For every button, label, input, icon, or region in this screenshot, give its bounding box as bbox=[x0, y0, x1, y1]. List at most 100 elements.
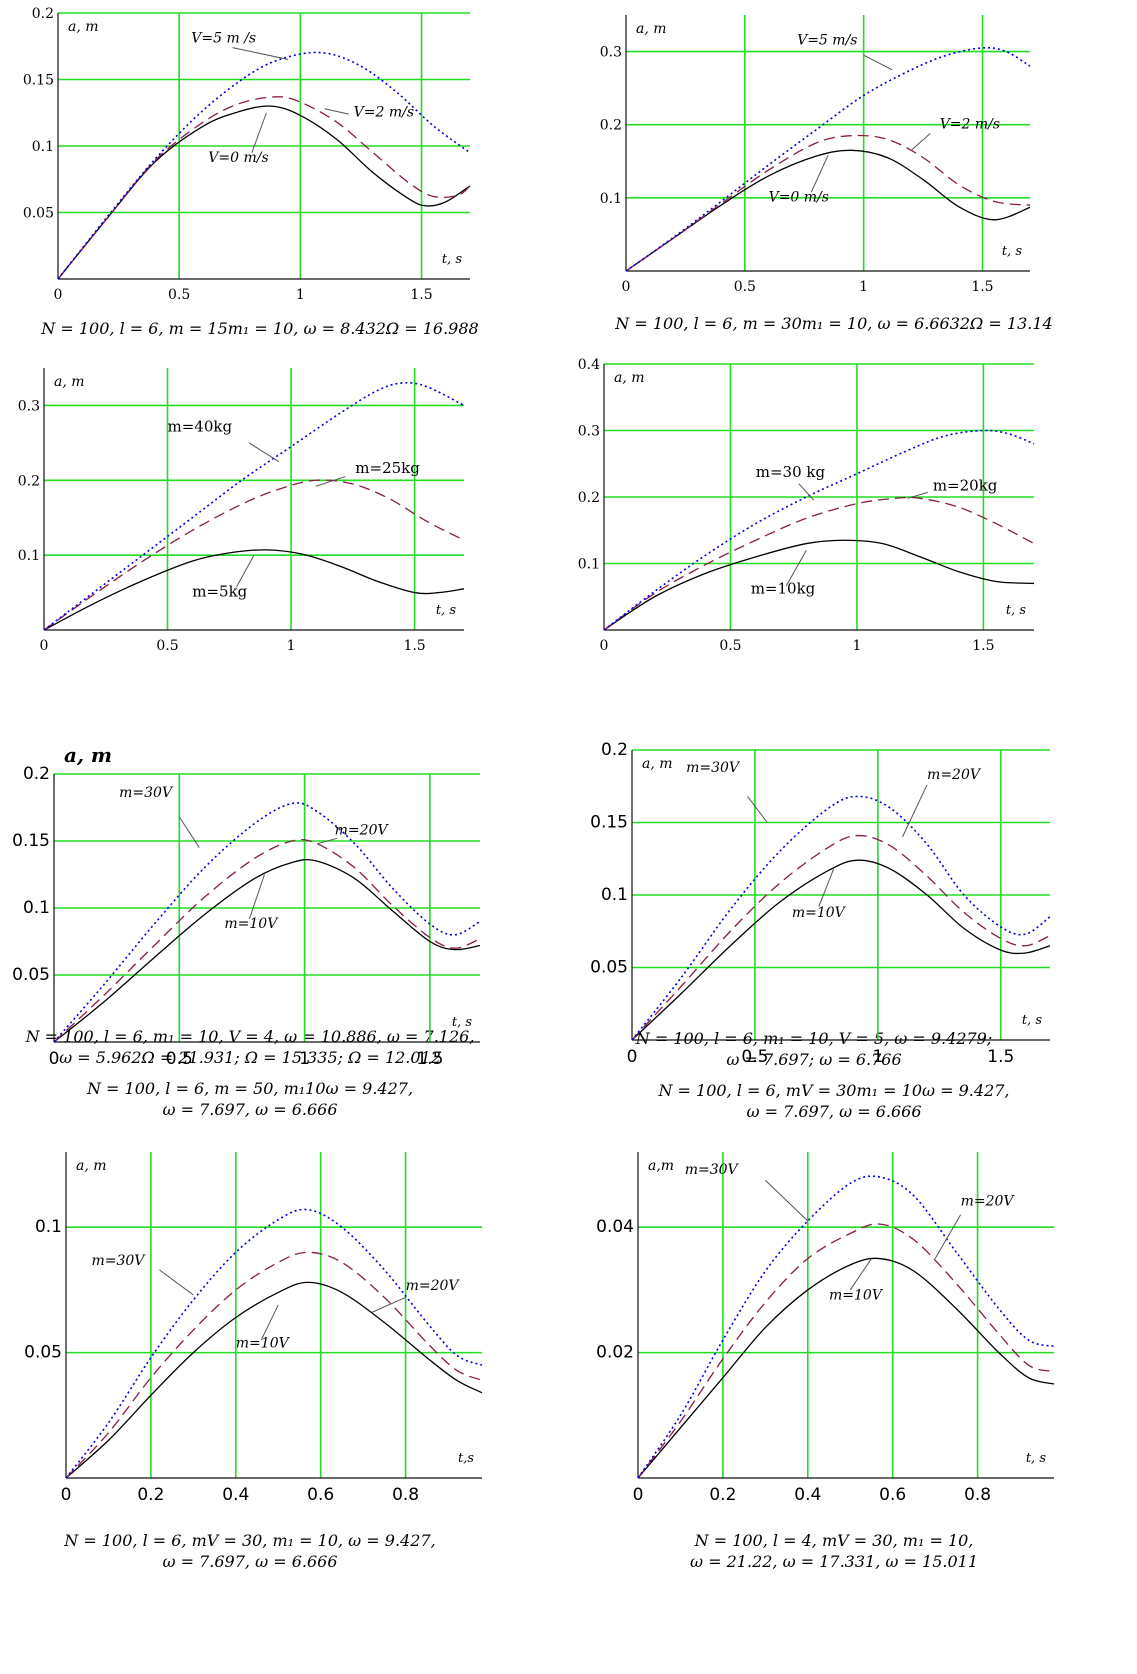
grid bbox=[66, 1152, 482, 1478]
series-label: m=25kg bbox=[355, 459, 420, 477]
series-line-2 bbox=[603, 496, 1035, 631]
series-line-1 bbox=[625, 149, 1031, 272]
x-tick-label: 1 bbox=[872, 1047, 883, 1067]
series-line-2 bbox=[65, 1251, 483, 1479]
label-leader bbox=[907, 491, 928, 499]
chart-caption: N = 100, l = 6, m₁ = 10, V = 4, ω = 10.8… bbox=[0, 1026, 500, 1068]
series-line-1 bbox=[43, 549, 465, 631]
label-leader bbox=[248, 442, 279, 462]
x-tick-label: 0.8 bbox=[392, 1485, 419, 1505]
caption-line: N = 100, l = 4, mV = 30, m₁ = 10, bbox=[694, 1531, 974, 1550]
y-tick-label: 0.15 bbox=[23, 73, 54, 89]
chart-caption: N = 100, l = 6, m = 30m₁ = 10, ω = 6.663… bbox=[584, 313, 1084, 334]
x-tick-label: 0.2 bbox=[709, 1485, 736, 1505]
series-line-2 bbox=[625, 134, 1031, 272]
grid bbox=[44, 368, 464, 630]
series-label: m=20kg bbox=[933, 476, 998, 494]
x-tick-label: 0.5 bbox=[741, 1047, 768, 1067]
x-tick-label: 0 bbox=[627, 1047, 638, 1067]
series-label: m=40kg bbox=[168, 418, 233, 436]
series-line-2 bbox=[631, 834, 1051, 1041]
x-axis-label: t, s bbox=[442, 252, 462, 267]
y-tick-label: 0.2 bbox=[600, 118, 622, 134]
y-tick-label: 0.02 bbox=[596, 1343, 634, 1363]
caption-line: N = 100, l = 6, m = 50, m₁10ω = 9.427, bbox=[86, 1079, 414, 1098]
y-tick-label: 0.3 bbox=[18, 398, 40, 414]
series-label: m=30 kg bbox=[756, 463, 826, 481]
x-tick-label: 0.8 bbox=[964, 1485, 991, 1505]
label-leader bbox=[798, 483, 815, 501]
series-line-1 bbox=[603, 539, 1035, 631]
series-line-3 bbox=[65, 1208, 483, 1479]
y-tick-label: 0.2 bbox=[23, 764, 50, 784]
caption-line: ω = 7.697, ω = 6.666 bbox=[746, 1102, 922, 1121]
series-label: m=10V bbox=[829, 1287, 884, 1303]
caption-line: ω = 7.697, ω = 6.666 bbox=[162, 1552, 338, 1571]
series-line-2 bbox=[43, 479, 465, 631]
x-axis-label: t, s bbox=[1002, 244, 1022, 259]
label-leader bbox=[902, 784, 928, 838]
y-tick-label: 0.4 bbox=[578, 357, 600, 373]
x-tick-label: 1.5 bbox=[403, 638, 425, 654]
x-axis-label: t, s bbox=[452, 1015, 472, 1030]
label-leader bbox=[159, 1269, 194, 1296]
series-label: m=5kg bbox=[192, 582, 247, 600]
y-tick-label: 0.1 bbox=[32, 139, 54, 155]
series-label: m=10kg bbox=[751, 579, 816, 597]
y-tick-label: 0.1 bbox=[18, 548, 40, 564]
series-label: V=0 m/s bbox=[769, 190, 829, 206]
series-line-3 bbox=[57, 51, 471, 280]
grid bbox=[604, 363, 1034, 630]
label-leader bbox=[232, 47, 289, 61]
label-leader bbox=[747, 796, 768, 823]
label-leader bbox=[765, 1179, 809, 1222]
x-tick-label: 0 bbox=[54, 287, 63, 303]
label-leader bbox=[324, 108, 349, 115]
label-leader bbox=[910, 133, 931, 151]
grid bbox=[638, 1152, 1054, 1478]
series-line-3 bbox=[53, 802, 481, 1043]
y-axis-label: a, m bbox=[68, 19, 99, 35]
caption-line: ω = 5.962Ω = 21.931; Ω = 15.335; Ω = 12.… bbox=[59, 1048, 441, 1067]
y-tick-label: 0.1 bbox=[23, 898, 50, 918]
x-tick-label: 0.6 bbox=[307, 1485, 334, 1505]
chart-caption: N = 100, l = 6, mV = 30, m₁ = 10, ω = 9.… bbox=[0, 1530, 500, 1572]
series-line-1 bbox=[53, 858, 481, 1043]
x-tick-label: 0 bbox=[49, 1049, 60, 1069]
x-tick-label: 0 bbox=[600, 638, 609, 654]
y-tick-label: 0.05 bbox=[24, 1343, 62, 1363]
x-tick-label: 0.4 bbox=[794, 1485, 821, 1505]
y-tick-label: 0.15 bbox=[590, 813, 628, 833]
caption-line: N = 100, l = 6, m = 15m₁ = 10, ω = 8.432… bbox=[41, 319, 479, 338]
grid bbox=[58, 12, 470, 279]
y-axis-label: a, m bbox=[76, 1158, 107, 1174]
series-line-1 bbox=[637, 1257, 1055, 1479]
x-tick-label: 0 bbox=[61, 1485, 72, 1505]
x-tick-label: 0.5 bbox=[156, 638, 178, 654]
caption-line: N = 100, l = 6, m₁ = 10, V = 4, ω = 10.8… bbox=[25, 1027, 475, 1046]
series-label: m=20V bbox=[961, 1193, 1016, 1209]
series-label: V=5 m/s bbox=[797, 32, 857, 48]
x-tick-label: 1 bbox=[296, 287, 305, 303]
caption-line: ω = 7.697, ω = 6.666 bbox=[162, 1100, 338, 1119]
x-tick-label: 1.5 bbox=[987, 1047, 1014, 1067]
x-tick-label: 0.4 bbox=[222, 1485, 249, 1505]
x-axis-label: t, s bbox=[436, 603, 456, 618]
x-tick-label: 0.5 bbox=[168, 287, 190, 303]
series-label: V=5 m /s bbox=[191, 30, 256, 46]
series-line-1 bbox=[65, 1281, 483, 1479]
label-leader bbox=[315, 476, 346, 487]
series-line-1 bbox=[57, 105, 471, 280]
y-tick-label: 0.3 bbox=[600, 45, 622, 61]
y-tick-label: 0.04 bbox=[596, 1217, 634, 1237]
series-label: m=20V bbox=[406, 1278, 461, 1294]
